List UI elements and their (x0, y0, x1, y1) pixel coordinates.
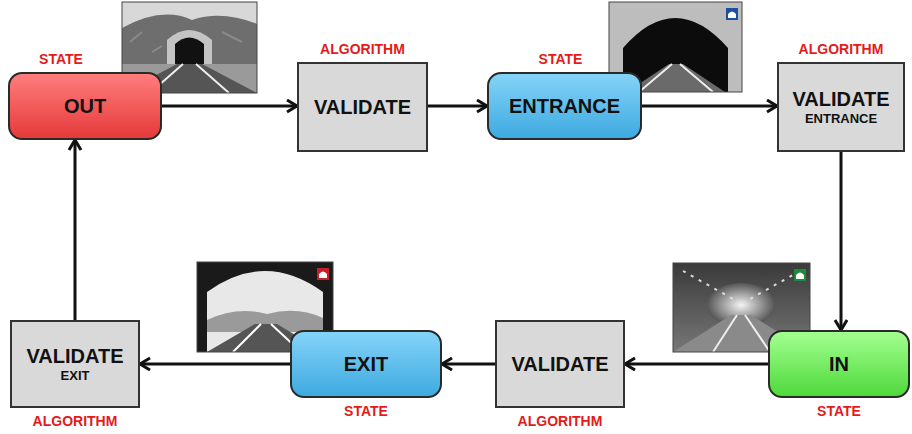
algorithm-box: VALIDATE (297, 62, 428, 152)
box-title: IN (829, 352, 849, 376)
algorithm-box: VALIDATEEXIT (10, 320, 140, 408)
box-title: EXIT (344, 352, 388, 376)
stage-label: STATE (483, 51, 638, 67)
box-title: ENTRANCE (509, 94, 620, 118)
flow-arrow (625, 363, 768, 366)
flow-arrow (162, 105, 297, 108)
flow-arrow (428, 105, 487, 108)
algorithm-node: VALIDATEALGORITHM (297, 62, 428, 152)
box-title: OUT (64, 94, 106, 118)
flow-arrow (840, 152, 843, 330)
algorithm-node: VALIDATEALGORITHM (495, 320, 625, 408)
state-node: ENTRANCESTATE (487, 72, 642, 140)
flow-arrow (74, 140, 77, 320)
state-node: OUTSTATE (8, 72, 162, 140)
box-title: VALIDATE (511, 352, 608, 376)
box-title: VALIDATE (792, 87, 889, 111)
state-box: IN (768, 330, 910, 398)
state-box: OUT (8, 72, 162, 140)
stage-label: STATE (768, 403, 910, 419)
stage-label: ALGORITHM (777, 41, 905, 57)
stage-label: ALGORITHM (495, 413, 625, 429)
flow-arrow (442, 363, 495, 366)
algorithm-node: VALIDATEENTRANCEALGORITHM (777, 62, 905, 152)
box-title: VALIDATE (314, 95, 411, 119)
box-subtitle: ENTRANCE (805, 111, 877, 127)
stage-label: ALGORITHM (297, 41, 428, 57)
box-subtitle: EXIT (61, 368, 90, 384)
algorithm-box: VALIDATE (495, 320, 625, 408)
algorithm-node: VALIDATEEXITALGORITHM (10, 320, 140, 408)
stage-label: STATE (290, 403, 442, 419)
box-title: VALIDATE (26, 344, 123, 368)
state-box: EXIT (290, 330, 442, 398)
state-box: ENTRANCE (487, 72, 642, 140)
flow-arrow (642, 105, 777, 108)
state-node: EXITSTATE (290, 330, 442, 398)
stage-label: ALGORITHM (10, 413, 140, 429)
state-node: INSTATE (768, 330, 910, 398)
algorithm-box: VALIDATEENTRANCE (777, 62, 905, 152)
flow-arrow (140, 363, 290, 366)
stage-label: STATE (0, 51, 138, 67)
